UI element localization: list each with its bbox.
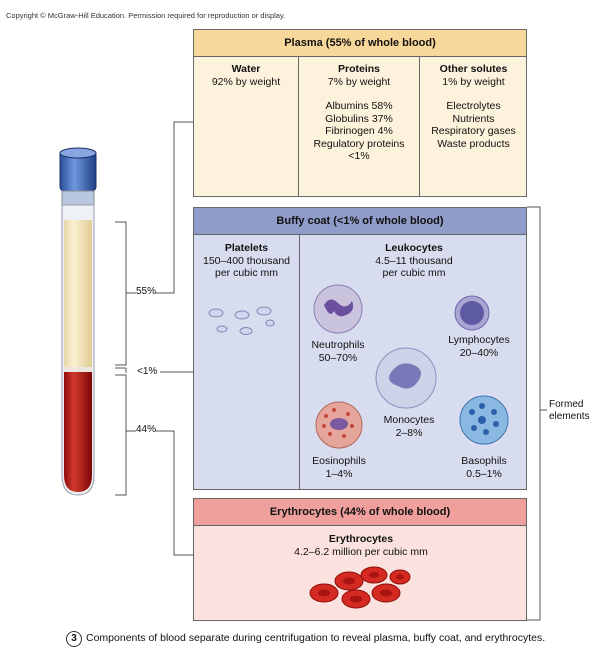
- formed-elements-label: Formed elements: [549, 399, 590, 423]
- lymphocyte-icon: [454, 295, 490, 331]
- solutes-electrolytes: Electrolytes: [446, 100, 501, 112]
- formed-line1: Formed: [549, 399, 584, 410]
- neutrophils-name: Neutrophils: [311, 339, 365, 351]
- platelets-count: 150–400 thousand: [203, 254, 290, 267]
- platelets-title: Platelets: [224, 242, 269, 254]
- monocytes-name: Monocytes: [383, 414, 435, 426]
- eosinophil-icon: [315, 401, 363, 449]
- water-weight: 92% by weight: [211, 75, 281, 88]
- eosinophils-pct: 1–4%: [325, 467, 353, 480]
- centrifuge-tube-icon: [59, 147, 97, 496]
- caption-text: Components of blood separate during cent…: [86, 632, 546, 644]
- proteins-fibrinogen: Fibrinogen 4%: [325, 125, 393, 137]
- leukocytes-info: Leukocytes 4.5–11 thousand per cubic mm: [300, 242, 528, 280]
- proteins-regulatory-pct: <1%: [348, 150, 370, 162]
- proteins-regulatory: Regulatory proteins: [313, 137, 405, 150]
- monocytes-pct: 2–8%: [395, 426, 423, 439]
- buffy-header: Buffy coat (<1% of whole blood): [194, 208, 526, 235]
- water-title: Water: [231, 63, 261, 75]
- erythrocytes-count: 4.2–6.2 million per cubic mm: [294, 545, 428, 558]
- basophils-pct: 0.5–1%: [466, 467, 502, 480]
- erythrocytes-header: Erythrocytes (44% of whole blood): [194, 499, 526, 526]
- monocytes-label: Monocytes 2–8%: [379, 414, 439, 439]
- solutes-gases: Respiratory gases: [431, 125, 516, 137]
- leukocytes-title: Leukocytes: [385, 242, 443, 254]
- plasma-col-proteins: Proteins 7% by weight Albumins 58% Globu…: [299, 63, 419, 163]
- erythrocytes-panel: Erythrocytes (44% of whole blood) Erythr…: [193, 498, 527, 621]
- plasma-panel: Plasma (55% of whole blood) Water 92% by…: [193, 29, 527, 197]
- platelets-info: Platelets 150–400 thousand per cubic mm: [194, 242, 299, 280]
- erythrocytes-title: Erythrocytes: [328, 533, 394, 545]
- solutes-title: Other solutes: [439, 63, 508, 75]
- tube-label-buffy: <1%: [137, 366, 158, 377]
- eosinophils-name: Eosinophils: [312, 455, 366, 467]
- platelets-unit: per cubic mm: [214, 267, 278, 279]
- proteins-weight: 7% by weight: [327, 75, 391, 88]
- plasma-header: Plasma (55% of whole blood): [194, 30, 526, 57]
- neutrophil-icon: [313, 284, 363, 334]
- basophils-name: Basophils: [461, 455, 507, 467]
- formed-line2: elements: [549, 411, 590, 422]
- neutrophils-pct: 50–70%: [318, 351, 358, 364]
- lymphocytes-pct: 20–40%: [459, 346, 499, 359]
- lymphocytes-name: Lymphocytes: [448, 334, 510, 346]
- leukocytes-unit: per cubic mm: [382, 267, 446, 279]
- plasma-col-solutes: Other solutes 1% by weight Electrolytes …: [420, 63, 527, 150]
- buffy-coat-panel: Buffy coat (<1% of whole blood) Platelet…: [193, 207, 527, 490]
- figure-caption: 3 Components of blood separate during cen…: [66, 631, 545, 647]
- solutes-weight: 1% by weight: [442, 75, 505, 88]
- red-blood-cells-icon: [309, 566, 411, 609]
- eosinophils-label: Eosinophils 1–4%: [306, 455, 372, 480]
- solutes-waste: Waste products: [437, 137, 510, 150]
- solutes-nutrients: Nutrients: [452, 112, 495, 125]
- step-number: 3: [66, 631, 82, 647]
- proteins-albumins: Albumins 58%: [325, 100, 393, 112]
- tube-label-plasma: 55%: [136, 286, 157, 297]
- copyright-notice: Copyright © McGraw-Hill Education. Permi…: [6, 11, 286, 20]
- plasma-col-water: Water 92% by weight: [194, 63, 298, 88]
- basophil-icon: [459, 395, 509, 445]
- lymphocytes-label: Lymphocytes 20–40%: [444, 334, 514, 359]
- proteins-title: Proteins: [337, 63, 380, 75]
- platelets-icon: [208, 306, 275, 335]
- erythrocytes-info: Erythrocytes 4.2–6.2 million per cubic m…: [194, 533, 528, 558]
- proteins-globulins: Globulins 37%: [325, 112, 393, 125]
- neutrophils-label: Neutrophils 50–70%: [307, 339, 369, 364]
- tube-label-rbc: 44%: [136, 424, 157, 435]
- monocyte-icon: [375, 347, 437, 409]
- basophils-label: Basophils 0.5–1%: [452, 455, 516, 480]
- leukocytes-count: 4.5–11 thousand: [375, 254, 453, 267]
